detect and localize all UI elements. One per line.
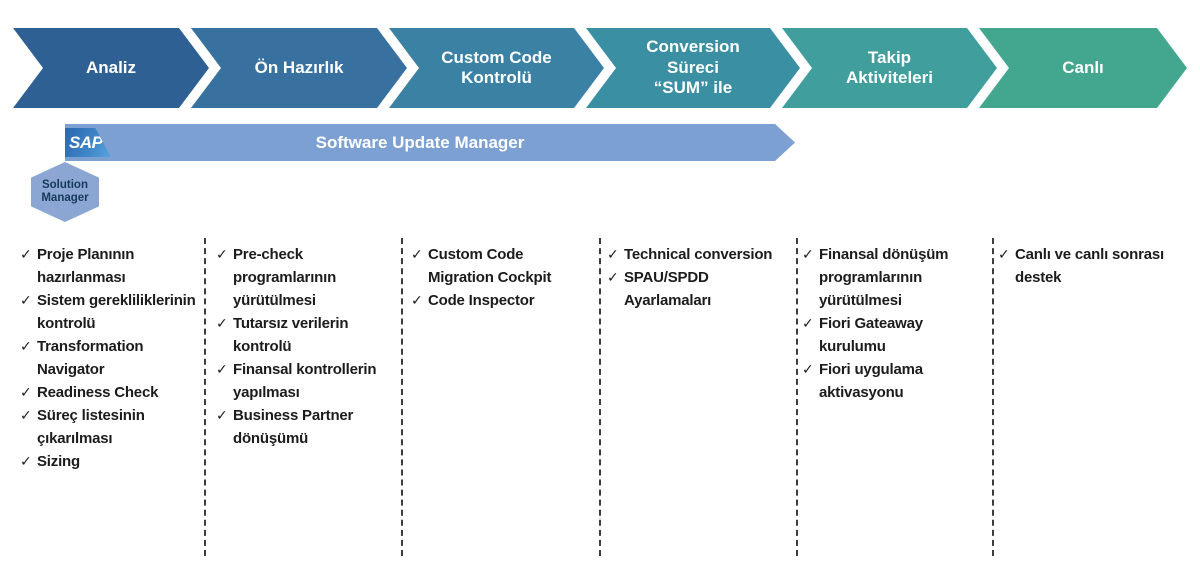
checklist-column-canli: ✓ Canlı ve canlı sonrası destek (998, 243, 1182, 289)
check-icon: ✓ (802, 246, 814, 262)
phase-chevron-takip: Takip Aktiviteleri (782, 28, 997, 108)
checklist-item: ✓ Finansal kontrollerin yapılması (216, 358, 400, 404)
checklist-item: ✓ Canlı ve canlı sonrası destek (998, 243, 1182, 289)
checklist-column-analiz: ✓ Proje Planının hazırlanması ✓ Sistem g… (20, 243, 204, 473)
checklist-item-text: Fiori Gateaway kurulumu (819, 315, 923, 355)
check-icon: ✓ (216, 246, 228, 262)
checklist-item-text: SPAU/SPDD Ayarlamaları (624, 269, 712, 309)
checklist-item: ✓ Custom Code Migration Cockpit (411, 243, 595, 289)
column-divider (992, 238, 994, 556)
checklist-item-text: Canlı ve canlı sonrası destek (1015, 246, 1164, 286)
check-icon: ✓ (607, 269, 619, 285)
column-divider (796, 238, 798, 556)
phase-chevron-analiz: Analiz (13, 28, 209, 108)
checklist-item: ✓ Fiori Gateaway kurulumu (802, 312, 986, 358)
checklist-column-custom-code: ✓ Custom Code Migration Cockpit ✓ Code I… (411, 243, 595, 312)
sap-logo-text: SAP (69, 132, 103, 152)
checklist-item: ✓ Readiness Check (20, 381, 204, 404)
checklist-item: ✓ Sistem gerekliliklerinin kontrolü (20, 289, 204, 335)
checklist-item-text: Süreç listesinin çıkarılması (37, 407, 145, 447)
checklist-item-text: Custom Code Migration Cockpit (428, 246, 552, 286)
checklist-item-text: Finansal kontrollerin yapılması (233, 361, 377, 401)
check-icon: ✓ (998, 246, 1010, 262)
checklist-item: ✓ Tutarsız verilerin kontrolü (216, 312, 400, 358)
checklist-item-text: Sistem gerekliliklerinin kontrolü (37, 292, 196, 332)
checklist-item: ✓ Pre-check programlarının yürütülmesi (216, 243, 400, 312)
phase-label-on-hazirlik: Ön Hazırlık (254, 57, 344, 77)
checklist-item-text: Business Partner dönüşümü (233, 407, 354, 447)
checklist-item: ✓ Technical conversion (607, 243, 791, 266)
check-icon: ✓ (411, 246, 423, 262)
checklist-item-text: Proje Planının hazırlanması (37, 246, 135, 286)
phase-label-takip: Takip Aktiviteleri (846, 47, 933, 87)
checklist-item: ✓ Sizing (20, 450, 204, 473)
checklist-item: ✓ Finansal dönüşüm programlarının yürütü… (802, 243, 986, 312)
phase-chevron-on-hazirlik: Ön Hazırlık (191, 28, 407, 108)
checklist-item-text: Sizing (37, 453, 80, 470)
checklist-column-conversion: ✓ Technical conversion ✓ SPAU/SPDD Ayarl… (607, 243, 791, 312)
phase-label-custom-code: Custom Code Kontrolü (441, 47, 552, 87)
check-icon: ✓ (216, 315, 228, 331)
checklist-item-text: Readiness Check (37, 384, 159, 401)
checklist-item-text: Fiori uygulama aktivasyonu (819, 361, 923, 401)
checklist-item: ✓ Süreç listesinin çıkarılması (20, 404, 204, 450)
check-icon: ✓ (20, 338, 32, 354)
checklist-column-takip: ✓ Finansal dönüşüm programlarının yürütü… (802, 243, 986, 404)
checklist-column-on-hazirlik: ✓ Pre-check programlarının yürütülmesi ✓… (216, 243, 400, 450)
check-icon: ✓ (20, 384, 32, 400)
checklist-item: ✓ Fiori uygulama aktivasyonu (802, 358, 986, 404)
checklist-item-text: Tutarsız verilerin kontrolü (233, 315, 349, 355)
software-update-manager-bar: Software Update Manager (65, 124, 795, 161)
checklist-item-text: Code Inspector (428, 292, 535, 309)
checklist-item: ✓ Proje Planının hazırlanması (20, 243, 204, 289)
column-divider (401, 238, 403, 556)
check-icon: ✓ (607, 246, 619, 262)
column-divider (599, 238, 601, 556)
check-icon: ✓ (802, 315, 814, 331)
checklist-item: ✓ Business Partner dönüşümü (216, 404, 400, 450)
check-icon: ✓ (216, 361, 228, 377)
software-update-manager-label: Software Update Manager (315, 132, 525, 152)
phase-label-conversion-sum: Conversion Süreci “SUM” ile (646, 37, 740, 98)
solution-manager-badge: Solution Manager (31, 162, 99, 222)
check-icon: ✓ (20, 246, 32, 262)
checklist-item-text: Pre-check programlarının yürütülmesi (233, 246, 337, 309)
solution-manager-label: Solution Manager (41, 179, 89, 204)
phase-label-canli: Canlı (1062, 57, 1104, 77)
check-icon: ✓ (802, 361, 814, 377)
phase-label-analiz: Analiz (85, 57, 137, 77)
checklist-item: ✓ SPAU/SPDD Ayarlamaları (607, 266, 791, 312)
phase-chevron-custom-code: Custom Code Kontrolü (389, 28, 604, 108)
phase-chevron-canli: Canlı (979, 28, 1187, 108)
checklist-item-text: Finansal dönüşüm programlarının yürütülm… (819, 246, 949, 309)
check-icon: ✓ (20, 292, 32, 308)
phase-chevron-conversion-sum: Conversion Süreci “SUM” ile (586, 28, 800, 108)
checklist-item-text: Transformation Navigator (37, 338, 144, 378)
check-icon: ✓ (20, 453, 32, 469)
column-divider (204, 238, 206, 556)
checklist-item: ✓ Code Inspector (411, 289, 595, 312)
check-icon: ✓ (20, 407, 32, 423)
checklist-item-text: Technical conversion (624, 246, 773, 263)
check-icon: ✓ (411, 292, 423, 308)
checklist-item: ✓ Transformation Navigator (20, 335, 204, 381)
check-icon: ✓ (216, 407, 228, 423)
